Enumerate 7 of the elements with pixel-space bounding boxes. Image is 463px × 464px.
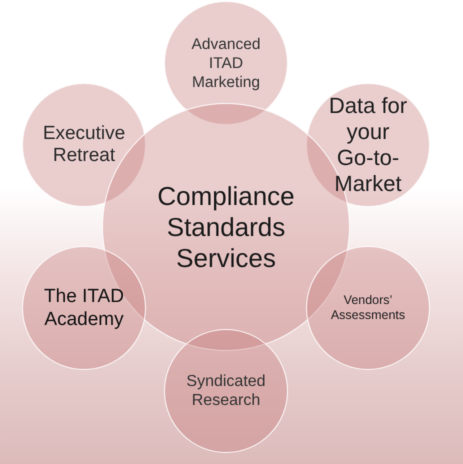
service-label: Advanced ITAD Marketing — [190, 34, 262, 92]
service-label: The ITAD Academy — [43, 285, 125, 331]
hub-label: Compliance Standards Services — [156, 180, 296, 274]
service-label: Executive Retreat — [42, 123, 126, 167]
service-label: Syndicated Research — [185, 372, 267, 410]
service-label: Data for your Go-to-Market — [328, 93, 408, 197]
service-label: Vendors’ Assessments — [330, 293, 406, 323]
